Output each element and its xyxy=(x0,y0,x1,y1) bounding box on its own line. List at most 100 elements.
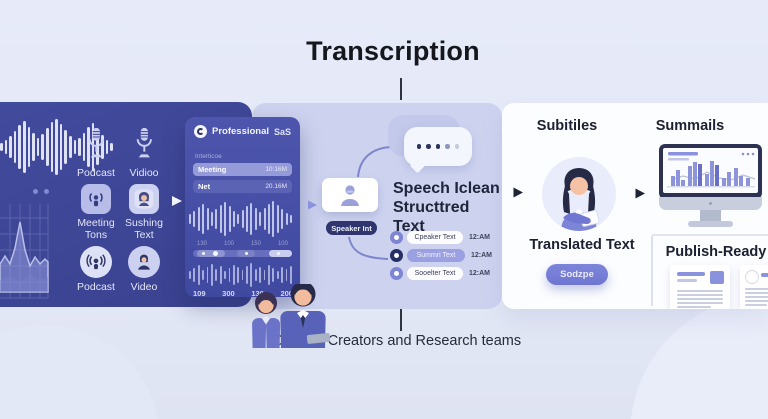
waveform-bar xyxy=(206,267,209,283)
waveform-bar xyxy=(210,264,213,286)
app-card-header: Professional SaS xyxy=(185,117,300,138)
timeline-label: 130 xyxy=(251,289,264,298)
waveform-bar xyxy=(0,143,3,151)
microphone-icon xyxy=(88,127,104,158)
waveform-bar xyxy=(268,204,271,234)
waveform-bar xyxy=(263,270,266,280)
waveform-bar xyxy=(281,267,283,283)
app-brand: Professional xyxy=(212,126,270,137)
speaker-tag: Speaker Int xyxy=(326,221,377,235)
waveform-bar xyxy=(22,121,26,173)
waveform-bar xyxy=(193,211,196,227)
slider-dot xyxy=(245,251,249,256)
monitor-base xyxy=(688,221,733,227)
waveform-bar xyxy=(50,122,54,172)
tick-label: 100 xyxy=(223,241,234,247)
waveform-bar xyxy=(55,119,58,175)
recording-row: Net 20.16M xyxy=(193,180,292,193)
audio-waveform xyxy=(189,199,296,239)
output-heading-subtitles: Subitiles xyxy=(536,118,598,134)
source-label: Meeting Tons xyxy=(77,217,115,241)
people-illustration xyxy=(252,284,330,348)
waveform-bar xyxy=(82,133,86,161)
waveform-bar xyxy=(197,207,200,231)
waveform-bar xyxy=(215,209,218,229)
stage-heading: Speech Iclean Structtred Text xyxy=(393,179,502,236)
waveform-bar xyxy=(259,212,262,226)
heading-line: Speech Iclean xyxy=(393,180,500,197)
waveform-bar xyxy=(276,271,279,279)
tick-label: 100 xyxy=(277,241,288,247)
slider-segment xyxy=(197,250,225,257)
arrow-right-icon xyxy=(503,187,523,198)
axis-ticks: 130 100 150 100 xyxy=(193,241,292,247)
waveform-bar xyxy=(27,127,31,167)
tick-label: 130 xyxy=(197,241,208,247)
speaker-bullet-icon xyxy=(390,231,403,244)
app-edition: SaS xyxy=(274,126,292,137)
waveform-bar xyxy=(259,267,262,283)
waveform-bar xyxy=(101,135,104,159)
row-label: Meeting xyxy=(198,165,227,174)
source-item-video: Vidioo xyxy=(120,120,168,179)
app-subtitle: Interticoe xyxy=(195,153,222,160)
waveform-bar xyxy=(272,268,275,282)
waveform-bar xyxy=(289,215,292,223)
source-label: Video xyxy=(130,281,158,293)
waveform-bar xyxy=(272,201,275,237)
waveform-bar xyxy=(45,128,49,166)
monitor-chin xyxy=(659,197,762,210)
typing-dots xyxy=(404,127,472,166)
arrow-right-icon xyxy=(625,188,645,199)
monitor-stand xyxy=(700,210,721,221)
waveform-bar xyxy=(224,202,227,236)
arrow-right-icon xyxy=(297,200,317,210)
waveform-bar xyxy=(189,214,191,224)
waveform-bar xyxy=(13,131,17,163)
person-icon xyxy=(128,246,160,278)
speaker-bullet-icon xyxy=(390,249,403,262)
transcript-label: Sooelter Text xyxy=(407,267,463,280)
monitor-screen xyxy=(663,148,758,193)
waveform-bar xyxy=(73,140,77,154)
slider-handle[interactable] xyxy=(213,250,219,257)
source-item-podcast: Podcast xyxy=(72,120,120,179)
speaker-bullet-icon xyxy=(390,267,403,280)
timeline-label: 200 xyxy=(280,289,293,298)
timeline-slider[interactable] xyxy=(193,250,292,257)
row-value: 20.16M xyxy=(265,183,287,190)
timeline-label: 300 xyxy=(222,289,235,298)
waveform-bar xyxy=(228,206,231,232)
transcript-time: 12:AM xyxy=(471,252,493,259)
scope-button[interactable]: Sodzpe xyxy=(546,264,608,285)
waveform-bar xyxy=(59,124,63,170)
waveform-bar xyxy=(64,130,67,164)
waveform-bar xyxy=(241,210,244,228)
waveform-bar xyxy=(210,212,213,226)
recording-row: Meeting 10:16M xyxy=(193,163,292,176)
transcript-row: Summri Text 12:AM xyxy=(390,248,500,263)
output-heading-summaries: Summails xyxy=(655,118,725,134)
speaker-card xyxy=(322,178,378,212)
waveform-bar xyxy=(206,208,209,230)
slider-segment xyxy=(269,250,292,257)
waveform-bar xyxy=(202,204,205,234)
source-item-video2: Video xyxy=(120,244,168,293)
area-chart xyxy=(0,204,49,299)
output-heading-translated: Translated Text xyxy=(529,237,635,253)
connector-line-bottom xyxy=(400,309,402,331)
slider-dot xyxy=(202,251,206,256)
waveform-bar xyxy=(228,268,231,282)
timeline-label: 109 xyxy=(193,289,206,298)
waveform-bar xyxy=(281,209,284,229)
waveform-bar xyxy=(87,127,90,167)
source-label: Vidioo xyxy=(129,167,159,179)
background-blob xyxy=(0,325,160,419)
podcast-icon xyxy=(81,184,111,214)
waveform-bar xyxy=(193,268,196,282)
source-item-meeting: Meeting Tons xyxy=(72,182,120,241)
transcript-row: Sooelter Text 12:AM xyxy=(390,266,500,281)
waveform-bar xyxy=(285,269,288,281)
output-heading-publish: Publish-Ready xyxy=(665,244,767,260)
